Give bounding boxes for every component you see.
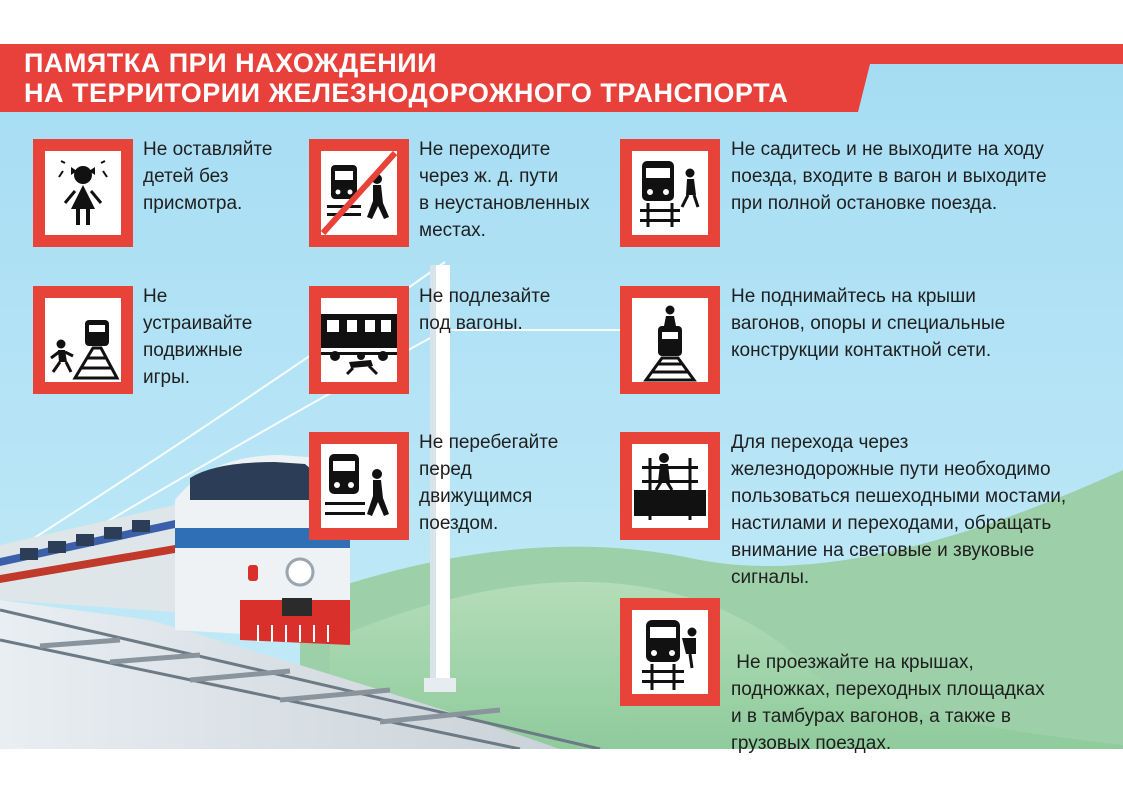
running-games-icon <box>50 320 120 380</box>
hill-front <box>330 581 1123 749</box>
background-scene <box>0 44 1123 751</box>
page-title-line-2: НА ТЕРРИТОРИИ ЖЕЛЕЗНОДОРОЖНОГО ТРАНСПОРТ… <box>24 78 789 108</box>
rule-text-9: Не проезжайте на крышах,подножках, перех… <box>731 652 1045 754</box>
sign-crawling-under-wagon <box>309 286 409 394</box>
catenary-pole <box>424 265 456 692</box>
page-title-line-1: ПАМЯТКА ПРИ НАХОЖДЕНИИ <box>24 48 438 78</box>
sign-boarding <box>620 139 720 247</box>
sign-riding-outside-train <box>620 598 720 706</box>
safety-poster: ПАМЯТКА ПРИ НАХОЖДЕНИИ НА ТЕРРИТОРИИ ЖЕЛ… <box>0 44 1123 754</box>
pedestrian-crossing-icon <box>634 453 706 520</box>
running-before-train-icon <box>325 454 389 516</box>
sign-running-games <box>33 286 133 394</box>
boarding-train-icon <box>640 161 700 227</box>
sign-pedestrian-crossing <box>620 432 720 540</box>
sign-climbing-roof <box>620 286 720 394</box>
header-banner <box>0 44 1123 112</box>
railway-tracks <box>0 608 601 751</box>
railway-sleepers <box>39 637 501 725</box>
sign-no-crossing <box>309 139 409 247</box>
crawling-under-wagon-icon <box>321 314 397 376</box>
climbing-roof-icon <box>643 305 697 382</box>
electric-train <box>0 455 350 645</box>
sign-child <box>33 139 133 247</box>
sign-running-before-train <box>309 432 409 540</box>
child-icon <box>58 160 108 225</box>
riding-outside-train-icon <box>642 620 697 690</box>
no-crossing-tracks-icon <box>321 151 397 235</box>
